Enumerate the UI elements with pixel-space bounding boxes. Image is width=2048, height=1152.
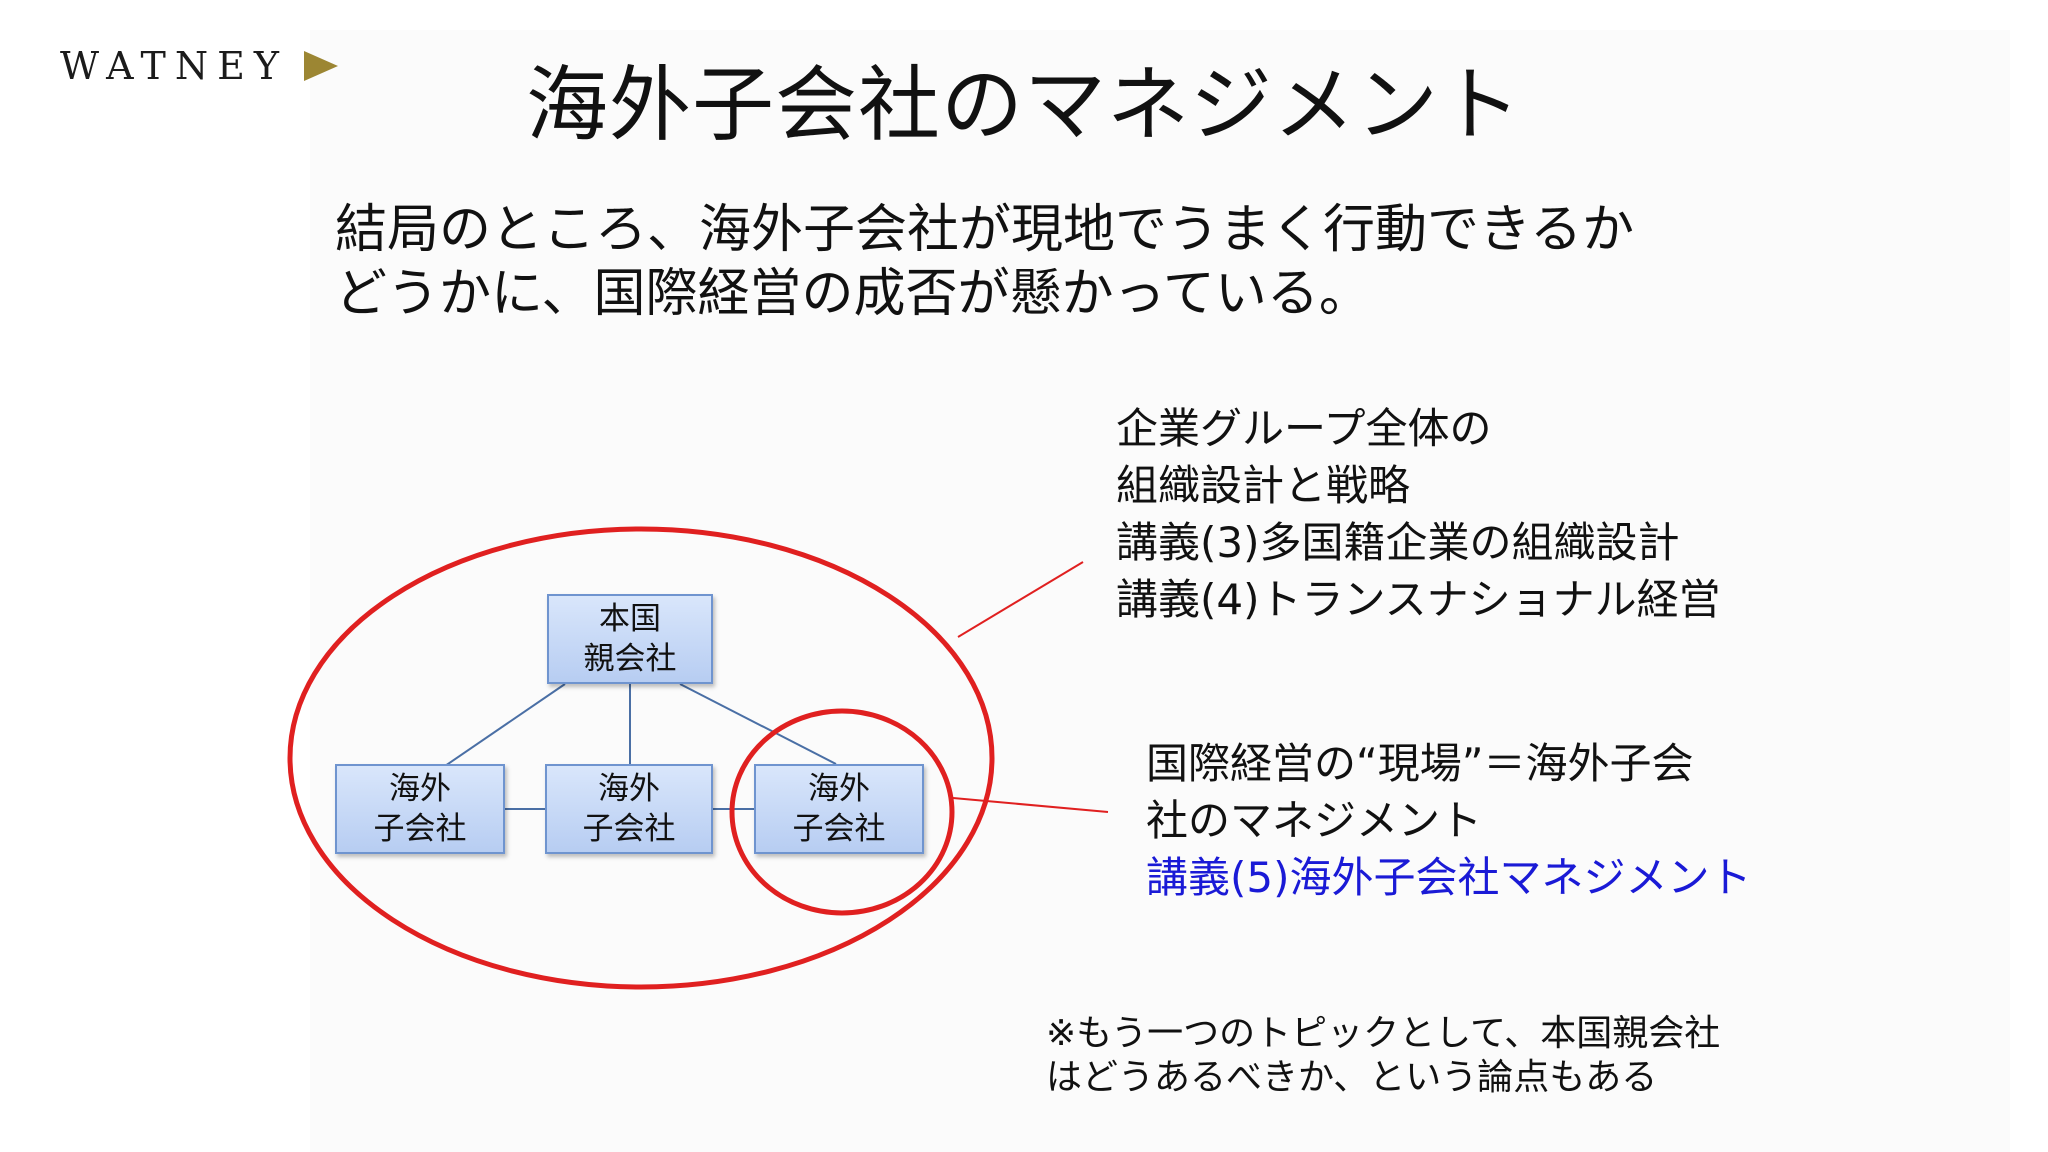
connector-hq-sub1 [444,683,566,767]
group-highlight-ellipse [287,526,995,990]
parent-company-box: 本国 親会社 [547,594,713,684]
parent-label-line-2: 親会社 [583,641,677,677]
footnote: ※もう一つのトピックとして、本国親会社 はどうあるべきか、という論点もある [1046,1012,1720,1100]
subsidiary-2-label-line-2: 子会社 [582,811,676,847]
callout-line-subsidiary [952,797,1109,813]
lead-line-1: 結局のところ、海外子会社が現地でうまく行動できるか [335,200,1634,260]
subsidiary-1-label-line-2: 子会社 [373,811,467,847]
group-strategy-note: 企業グループ全体の 組織設計と戦略 講義(3)多国籍企業の組織設計 講義(4)ト… [1116,400,1721,628]
connector-hq-sub3 [679,683,837,765]
callout-line-group [957,561,1084,638]
group-note-line-3: 講義(3)多国籍企業の組織設計 [1116,518,1680,567]
slide-background-panel [310,30,2010,1152]
group-note-line-2: 組織設計と戦略 [1116,461,1411,510]
subsidiary-note-line-2: 社のマネジメント [1146,796,1483,845]
logo-text: WATNEY [60,44,288,88]
subsidiary-lecture-reference: 講義(5)海外子会社マネジメント [1146,853,1752,902]
lead-line-2: どうかに、国際経営の成否が懸かっている。 [335,264,1371,324]
footnote-line-1: ※もう一つのトピックとして、本国親会社 [1046,1013,1721,1054]
subsidiary-3-label-line-2: 子会社 [792,811,886,847]
lead-text: 結局のところ、海外子会社が現地でうまく行動できるか どうかに、国際経営の成否が懸… [335,198,1815,326]
connector-lines [444,683,837,810]
group-note-line-4: 講義(4)トランスナショナル経営 [1116,575,1721,624]
watney-logo: WATNEY [60,44,338,88]
subsidiary-box-1: 海外 子会社 [335,764,505,854]
slide-title: 海外子会社のマネジメント [525,58,1522,153]
play-arrow-icon [303,51,338,81]
subsidiary-2-label-line-1: 海外 [598,771,660,807]
subsidiary-note-line-1: 国際経営の“現場”＝海外子会 [1146,739,1694,788]
group-note-line-1: 企業グループ全体の [1116,404,1492,453]
parent-label-line-1: 本国 [599,601,661,637]
subsidiary-3-label-line-1: 海外 [808,771,870,807]
subsidiary-management-note: 国際経営の“現場”＝海外子会 社のマネジメント 講義(5)海外子会社マネジメント [1146,735,1752,906]
subsidiary-1-label-line-1: 海外 [389,771,451,807]
subsidiary-box-3: 海外 子会社 [754,764,924,854]
footnote-line-2: はどうあるべきか、という論点もある [1046,1057,1658,1098]
subsidiary-highlight-circle [729,708,955,916]
subsidiary-box-2: 海外 子会社 [545,764,713,854]
